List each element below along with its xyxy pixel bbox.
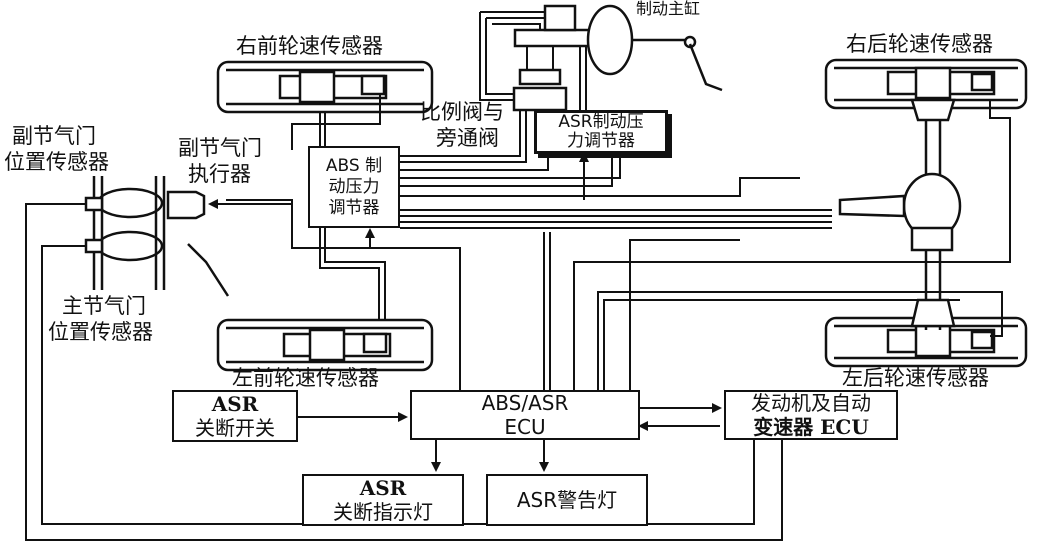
abs-modulator-line3: 调节器	[328, 197, 380, 218]
sub-throttle-act-label-1: 副节气门	[178, 136, 262, 160]
asr-switch-box: ASR 关断开关	[172, 390, 298, 442]
engine-ecu-line1: 发动机及自动	[751, 391, 871, 415]
front-right-wheel	[216, 60, 434, 114]
asr-modulator-line1: ASR制动压	[558, 112, 644, 132]
throttle-body	[84, 176, 230, 297]
sub-throttle-act-label-2: 执行器	[188, 162, 251, 186]
control-wires	[25, 199, 783, 541]
sub-throttle-pos-label-1: 副节气门	[12, 124, 96, 148]
asr-switch-line2: 关断开关	[195, 416, 275, 440]
master-cylinder-label: 制动主缸	[636, 0, 701, 18]
asr-warning-line1: ASR警告灯	[516, 488, 618, 512]
engine-ecu-box: 发动机及自动 变速器 ECU	[724, 390, 898, 440]
abs-modulator-line1: ABS 制	[325, 155, 383, 176]
brake-pipes	[291, 11, 1011, 390]
abs-modulator-line2: 动压力	[328, 176, 380, 197]
asr-modulator-line2: 力调节器	[567, 131, 635, 151]
rf-sensor-label: 右前轮速传感器	[236, 34, 383, 58]
rr-sensor-label: 右后轮速传感器	[846, 32, 993, 56]
rear-axle	[838, 98, 962, 330]
ecu-line1: ABS/ASR	[481, 391, 569, 415]
main-throttle-pos-label-2: 位置传感器	[48, 320, 153, 344]
proportioning-valve	[512, 68, 568, 112]
asr-indicator-line1: ASR	[359, 476, 407, 500]
asr-modulator-box: ASR制动压 力调节器	[534, 110, 668, 154]
prop-valve-label-1: 比例阀与	[420, 100, 504, 124]
asr-indicator-box: ASR 关断指示灯	[302, 474, 464, 526]
main-throttle-pos-label-1: 主节气门	[62, 294, 146, 318]
ecu-box: ABS/ASR ECU	[410, 390, 640, 440]
front-left-wheel	[216, 318, 434, 372]
sub-throttle-pos-label-2: 位置传感器	[4, 150, 109, 174]
master-cylinder-assembly	[513, 4, 723, 92]
signal-arrows	[208, 152, 722, 472]
asr-switch-line1: ASR	[211, 392, 259, 416]
abs-modulator-box: ABS 制 动压力 调节器	[308, 146, 400, 228]
lr-sensor-label: 左后轮速传感器	[842, 366, 989, 390]
prop-valve-label-2: 旁通阀	[436, 126, 499, 150]
lf-sensor-label: 左前轮速传感器	[232, 366, 379, 390]
asr-warning-box: ASR警告灯	[486, 474, 648, 526]
engine-ecu-line2: 变速器 ECU	[753, 415, 869, 439]
asr-indicator-line2: 关断指示灯	[333, 500, 433, 524]
ecu-line2: ECU	[504, 415, 546, 439]
